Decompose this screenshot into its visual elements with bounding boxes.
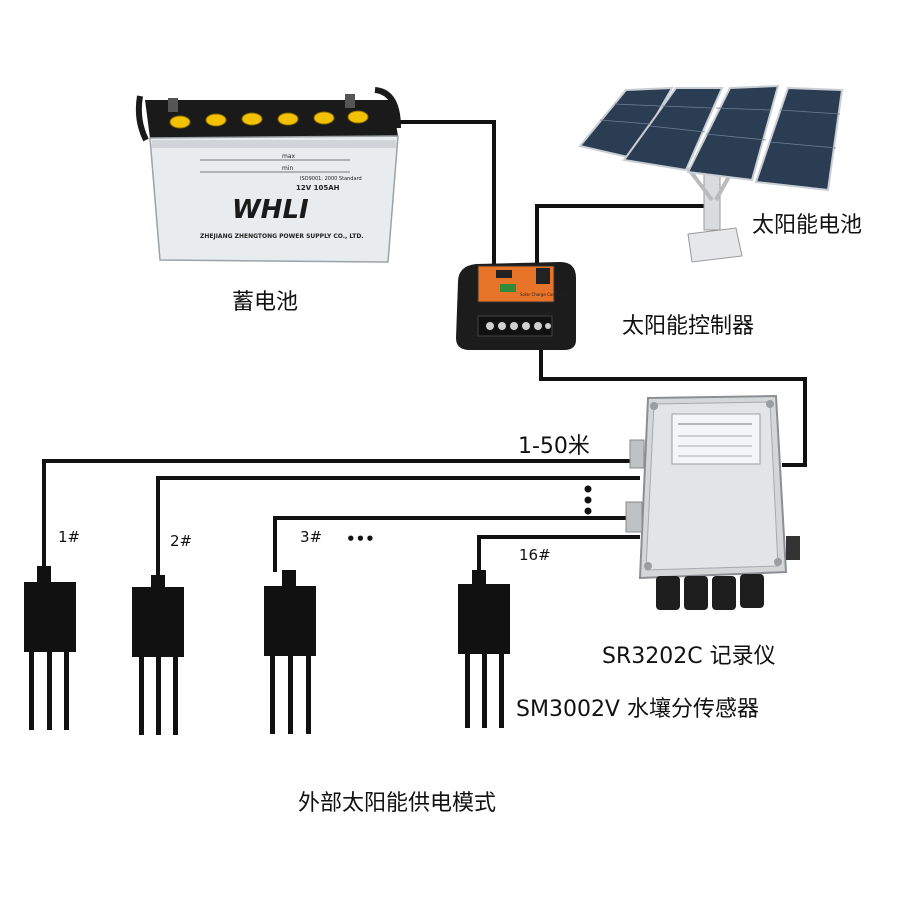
- mode-label: 外部太阳能供电模式: [298, 791, 496, 816]
- solar-panel-array: [578, 84, 844, 263]
- sensor-label: SM3002V 水壤分传感器: [516, 697, 759, 722]
- battery-standard: ISO9001: 2000 Standard: [300, 176, 362, 182]
- battery: max min ISO9001: 2000 Standard 12V 105AH…: [135, 87, 401, 263]
- cable-length-label: 1-50米: [518, 434, 590, 459]
- battery-label: 蓄电池: [232, 290, 298, 315]
- sensor-3-id: 3#: [300, 528, 322, 546]
- wire-controller-logger: [539, 346, 807, 467]
- wires: [42, 120, 807, 577]
- sensor-2-id: 2#: [170, 532, 192, 550]
- sensor-2: [132, 575, 184, 735]
- controller-title: Solar Charge Controller: [520, 292, 567, 297]
- solar-panel-label: 太阳能电池: [752, 213, 862, 238]
- sensor-16: [458, 570, 510, 728]
- vertical-ellipsis: [584, 485, 592, 515]
- wire-panel-controller: [535, 204, 715, 268]
- logger-label: SR3202C 记录仪: [602, 644, 776, 669]
- battery-max-label: max: [282, 153, 296, 160]
- sensor-16-id: 16#: [519, 546, 551, 564]
- battery-min-label: min: [282, 165, 294, 172]
- solar-panels: [578, 84, 844, 192]
- wire-sensor-3: [273, 516, 640, 572]
- wire-sensor-1: [42, 459, 640, 568]
- wire-sensor-2: [156, 476, 640, 577]
- sensor-1: [24, 566, 76, 730]
- sensor-3: [264, 570, 316, 734]
- sr3202c-logger: [625, 394, 800, 610]
- solar-charge-controller: Solar Charge Controller: [456, 262, 576, 350]
- battery-manufacturer: ZHEJIANG ZHENGTONG POWER SUPPLY CO., LTD…: [200, 233, 364, 240]
- battery-brand-logo: WHLI: [232, 195, 309, 225]
- battery-spec: 12V 105AH: [296, 184, 340, 192]
- wire-battery-controller: [397, 120, 496, 268]
- controller-label: 太阳能控制器: [622, 314, 754, 339]
- sensor-ellipsis: •••: [346, 530, 375, 548]
- wire-sensor-16: [477, 535, 640, 572]
- sensor-1-id: 1#: [58, 528, 80, 546]
- battery-caps: [169, 110, 369, 129]
- logger-cable-glands: [656, 574, 764, 610]
